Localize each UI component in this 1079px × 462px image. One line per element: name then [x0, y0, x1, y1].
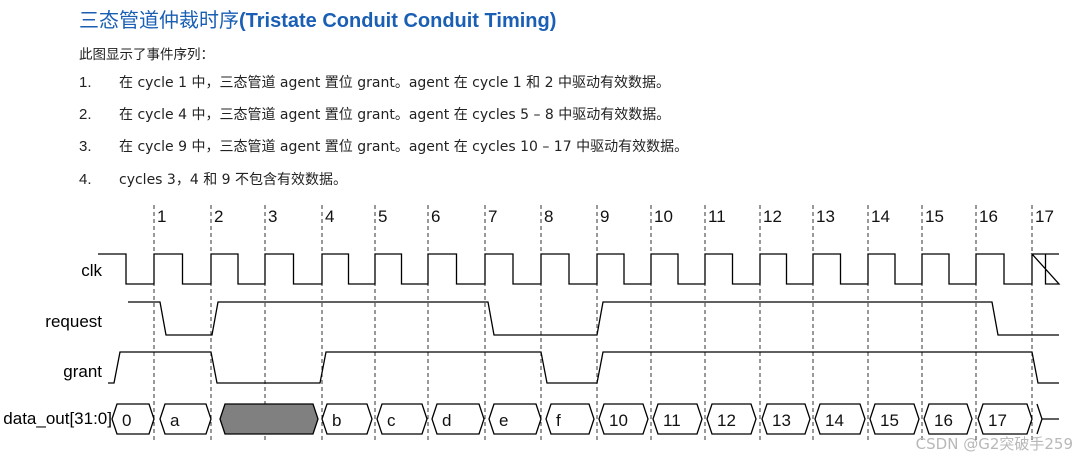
list-item-number: 4. — [79, 171, 92, 188]
cycle-label: 13 — [816, 207, 835, 226]
request-waveform — [128, 301, 1059, 336]
data-value-label: 14 — [825, 411, 844, 430]
data-value-label: 10 — [609, 411, 628, 430]
signal-name-grant: grant — [63, 362, 102, 381]
data-value-label: 15 — [880, 411, 899, 430]
cycle-label: 11 — [708, 207, 726, 226]
data-value-label: b — [332, 411, 341, 430]
list-item: 3. 在 cycle 9 中，三态管道 agent 置位 grant。agent … — [79, 136, 688, 156]
data-segment — [814, 403, 866, 435]
cycle-label: 9 — [600, 207, 609, 226]
cycle-label: 15 — [925, 207, 944, 226]
cycle-label: 14 — [871, 207, 890, 226]
data-value-label: 12 — [717, 411, 736, 430]
data-value-label: 17 — [988, 411, 1007, 430]
grant-waveform — [108, 351, 1059, 384]
data-value-label: e — [499, 411, 508, 430]
data-value-label: a — [170, 411, 180, 430]
data-segment — [706, 403, 757, 435]
data-segment — [923, 403, 973, 435]
signal-name-data-out: data_out[31:0] — [3, 409, 112, 428]
title-en: (Tristate Conduit Conduit Timing) — [239, 10, 557, 32]
cycle-label: 12 — [763, 207, 782, 226]
list-item-number: 1. — [79, 74, 92, 91]
page-title: 三态管道仲裁时序(Tristate Conduit Conduit Timing… — [79, 4, 556, 33]
cycle-label: 1 — [157, 207, 166, 226]
list-item-text: cycles 3，4 和 9 不包含有效数据。 — [119, 172, 347, 188]
cycle-label: 8 — [544, 207, 553, 226]
data-value-label: c — [387, 411, 396, 430]
watermark: CSDN @G2突破手259 — [915, 435, 1073, 453]
list-item-text: 在 cycle 1 中，三态管道 agent 置位 grant。agent 在 … — [119, 75, 670, 91]
list-item: 1. 在 cycle 1 中，三态管道 agent 置位 grant。agent … — [79, 72, 670, 92]
cycle-label: 5 — [378, 207, 387, 226]
data-value-label: 0 — [122, 411, 131, 430]
data-value-label: 16 — [934, 411, 953, 430]
data-segment — [977, 403, 1033, 435]
data-value-label: 13 — [772, 411, 791, 430]
list-item-number: 3. — [79, 138, 92, 155]
data-segment — [652, 403, 703, 435]
list-item-text: 在 cycle 9 中，三态管道 agent 置位 grant。agent 在 … — [119, 139, 689, 155]
cycle-label: 7 — [488, 207, 497, 226]
data-value-label: d — [442, 411, 451, 430]
cycle-label: 4 — [325, 207, 334, 226]
signal-name-clk: clk — [81, 261, 102, 280]
data-value-label: 11 — [663, 411, 681, 430]
data-segment — [159, 403, 212, 435]
cycle-label: 3 — [268, 207, 277, 226]
data-segment — [111, 403, 155, 435]
cycle-label: 2 — [214, 207, 223, 226]
data-segment — [869, 403, 920, 435]
signal-name-request: request — [45, 312, 102, 331]
data-segment — [545, 403, 595, 435]
title-cn: 三态管道仲裁时序 — [79, 8, 239, 32]
data-segment — [598, 403, 649, 435]
data-value-label: f — [556, 411, 561, 430]
clk-waveform — [98, 253, 1061, 285]
cycle-label: 10 — [654, 207, 673, 226]
data-invalid-segment — [219, 403, 319, 435]
cycle-label: 6 — [431, 207, 440, 226]
cycle-label: 16 — [979, 207, 998, 226]
data-segment — [761, 403, 811, 435]
intro-text: 此图显示了事件序列： — [79, 47, 214, 63]
list-item: 4. cycles 3，4 和 9 不包含有效数据。 — [79, 169, 347, 189]
data-segment — [321, 403, 373, 435]
cycle-label: 17 — [1035, 207, 1054, 226]
data-segment — [488, 403, 542, 435]
data-bus-tail — [1036, 403, 1059, 435]
data-segment — [431, 403, 485, 435]
list-item-text: 在 cycle 4 中，三态管道 agent 置位 grant。agent 在 … — [119, 107, 671, 123]
list-item-number: 2. — [79, 106, 92, 123]
list-item: 2. 在 cycle 4 中，三态管道 agent 置位 grant。agent … — [79, 104, 670, 124]
data-segment — [376, 403, 428, 435]
